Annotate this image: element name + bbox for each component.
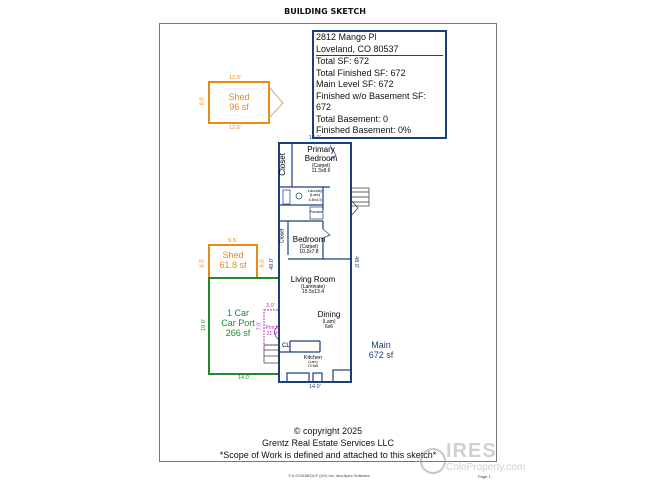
copyright: © copyright 2025 — [293, 426, 363, 436]
main-area: 672 sf — [368, 349, 394, 360]
sketch-frame — [159, 23, 497, 462]
info-line: Finished Basement: 0% — [316, 125, 412, 135]
room-size: 15.5x13.4 — [302, 289, 324, 296]
info-line: Total Finished SF: 672 — [316, 67, 406, 78]
room-floor: (Lam) — [308, 360, 318, 365]
room-size: 11.3x8.6 — [311, 168, 331, 175]
room-name: Laundry — [307, 188, 323, 193]
shed-top-name: Shed — [228, 92, 250, 102]
main-name: Main — [371, 340, 391, 350]
room-name: Kitchen — [303, 355, 323, 361]
carport-area: 266 sf — [225, 327, 251, 338]
info-line: Total Basement: 0 — [316, 113, 389, 124]
company-name: Grentz Real Estate Services LLC — [261, 438, 395, 448]
room-bedroom: Bedroom (Carpet) 10.2x7.8 — [290, 235, 328, 256]
info-line: Finished w/o Basement SF: 672 — [316, 90, 427, 113]
shed-top-area: 96 sf — [229, 101, 249, 112]
software-credit: © iLOOKABOUT (US) Inc. dba Apex Software — [288, 473, 370, 478]
room-size: 13.5x6 — [307, 363, 319, 368]
room-name: Bedroom — [292, 235, 326, 244]
scope-note: *Scope of Work is defined and attached t… — [219, 450, 437, 460]
room-laundry: Laundry (Lam) 4.5x4.5 — [304, 188, 326, 202]
info-line: Total SF: 672 — [316, 56, 370, 66]
room-name: Bedroom — [304, 153, 338, 163]
page-number: Page 1 — [478, 474, 491, 479]
main-dim-bottom: 14.0' — [309, 384, 321, 390]
porch-dim-top: 3.0' — [266, 303, 275, 309]
stairs-right — [350, 187, 370, 217]
room-kitchen: Kitchen (Lam) 13.5x6 — [300, 355, 326, 369]
main-dim-left: 48.0' — [268, 258, 275, 270]
stairs-porch — [263, 324, 280, 364]
shed-side-dim-top: 9.5' — [228, 238, 237, 244]
room-name: Dining — [317, 310, 341, 319]
room-size: 4.5x4.5 — [308, 196, 322, 202]
porch-label: Porch 21 sf — [265, 325, 279, 337]
main-dim-right: 48.0' — [352, 256, 359, 268]
closet-label: Closet — [277, 153, 287, 176]
shed-side-label: Shed 61.8 sf — [218, 250, 248, 271]
porch-name: Porch — [265, 325, 279, 331]
carport-name2: Car Port — [221, 317, 255, 328]
main-label: Main 672 sf — [363, 340, 399, 361]
furnace-label: Furnace — [310, 210, 323, 214]
footer: © copyright 2025 Grentz Real Estate Serv… — [159, 425, 497, 461]
address: 2812 Mango Pl Loveland, CO 80537 — [316, 32, 443, 56]
carport-dim-bottom: 14.0' — [238, 375, 250, 381]
carport-name1: 1 Car — [226, 308, 249, 318]
room-floor: (Laminate) — [301, 283, 325, 290]
shed-top-outline — [208, 81, 270, 124]
cl-label: CL — [282, 343, 290, 349]
room-floor: (Carpet) — [311, 162, 331, 169]
main-dim-top: 14.0' — [309, 135, 321, 141]
porch-dim-side: 7.0' — [256, 321, 263, 331]
page-title: BUILDING SKETCH — [284, 7, 366, 16]
shed-door — [268, 86, 284, 119]
room-name: Primary — [307, 145, 335, 154]
shed-side-area: 61.8 sf — [219, 259, 247, 270]
room-primary-bedroom: Primary Bedroom (Carpet) 11.3x8.6 — [295, 145, 347, 175]
porch-area: 21 sf — [266, 330, 278, 337]
carport-label: 1 Car Car Port 266 sf — [218, 308, 258, 339]
room-size: 6x6 — [324, 324, 334, 331]
shed-top-dim-side: 8.0' — [199, 96, 206, 106]
watermark-site: ColoProperty.com — [446, 462, 526, 473]
info-line: Main Level SF: 672 — [316, 79, 394, 89]
shed-top-label: Shed 96 sf — [224, 92, 254, 113]
house-logo-icon — [420, 448, 446, 474]
shed-side-name: Shed — [222, 250, 244, 260]
shed-side-dim-left: 6.5' — [199, 258, 206, 268]
watermark-brand: IRES — [446, 440, 497, 462]
property-info-box: 2812 Mango Pl Loveland, CO 80537 Total S… — [312, 30, 447, 139]
address-line2: Loveland, CO 80537 — [316, 43, 399, 54]
room-floor: (Lam) — [309, 192, 321, 198]
shed-top-dim-bottom: 12.0' — [229, 125, 241, 131]
shed-side-dim-right: 6.5' — [259, 258, 266, 268]
room-floor: (Lam) — [322, 318, 336, 325]
room-dining: Dining (Lam) 6x6 — [312, 310, 346, 331]
room-name: Living Room — [290, 275, 336, 284]
room-size: 10.2x7.8 — [299, 249, 319, 256]
room-living-room: Living Room (Laminate) 15.5x13.4 — [287, 275, 339, 296]
closet-label: Closet — [279, 228, 286, 243]
carport-dim-left: 19.0' — [200, 319, 207, 331]
address-line1: 2812 Mango Pl — [316, 32, 377, 42]
shed-top-dim-top: 12.0' — [229, 75, 241, 81]
room-floor: (Carpet) — [299, 243, 319, 250]
